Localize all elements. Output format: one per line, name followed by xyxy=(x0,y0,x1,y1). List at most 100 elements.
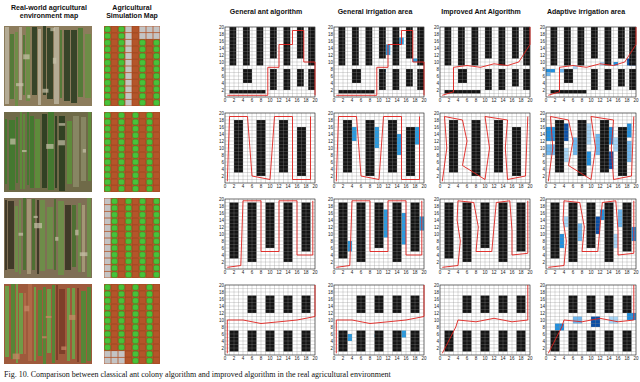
axis-tick: 10 xyxy=(431,318,439,323)
grid-line xyxy=(225,288,315,289)
axis-tick: 10 xyxy=(431,60,439,65)
axis-tick: 8 xyxy=(260,98,263,103)
soil-tile xyxy=(132,265,138,271)
soil-tile xyxy=(118,198,124,204)
crop-tile xyxy=(140,205,146,210)
crop-tile xyxy=(147,126,153,131)
axis-tick: 4 xyxy=(457,184,460,189)
axis-tick: 8 xyxy=(325,239,333,244)
column-header: Adaptive irrigation area xyxy=(533,2,639,22)
axis-tick: 18 xyxy=(412,356,417,361)
soil-tile xyxy=(125,139,131,145)
grid-map xyxy=(225,113,315,183)
axis-tick: 4 xyxy=(431,167,439,172)
axis-tick: 14 xyxy=(431,46,439,51)
axis-tick: 16 xyxy=(325,125,333,130)
axis-tick: 18 xyxy=(325,118,333,123)
soil-tile xyxy=(111,66,117,72)
plot-frame xyxy=(440,199,530,269)
soil-tile xyxy=(139,318,145,324)
axis-tick: 14 xyxy=(216,46,224,51)
crop-row xyxy=(59,289,65,354)
crop-tile xyxy=(112,232,118,237)
axis-tick: 20 xyxy=(216,111,224,116)
axis-tick: 20 xyxy=(537,197,545,202)
path-tile xyxy=(104,205,110,211)
irrigation-cell xyxy=(402,213,407,245)
crop-tile xyxy=(119,146,125,151)
crop-tile xyxy=(105,179,111,184)
crop-row xyxy=(47,28,53,99)
axis-tick: 6 xyxy=(431,74,439,79)
axis-tick: 16 xyxy=(216,297,224,302)
grid-line xyxy=(334,37,424,38)
soil-tile xyxy=(111,186,117,192)
grid-line xyxy=(521,113,522,183)
crop-tile xyxy=(147,311,153,316)
grid-line xyxy=(521,285,522,355)
axis-tick: 6 xyxy=(216,160,224,165)
axis-tick: 14 xyxy=(500,270,505,275)
obstacle-block xyxy=(618,69,625,87)
axis-tick: 18 xyxy=(624,270,629,275)
crop-tile xyxy=(133,318,139,323)
axis-tick: 20 xyxy=(633,270,638,275)
crop-row xyxy=(67,121,72,184)
soil-tile xyxy=(125,284,131,290)
soil-tile xyxy=(139,186,145,192)
axis-tick: 14 xyxy=(394,270,399,275)
soil-tile xyxy=(139,112,145,118)
obstacle-block xyxy=(605,27,612,66)
axis-tick: 16 xyxy=(431,297,439,302)
path-tile xyxy=(104,351,110,357)
soil-tile xyxy=(125,298,131,304)
crop-tile xyxy=(154,199,160,204)
axis-tick: 12 xyxy=(276,270,281,275)
axis-tick: 20 xyxy=(527,98,532,103)
soil-patch xyxy=(83,149,86,153)
path-tile xyxy=(146,33,152,39)
path-tile xyxy=(104,358,110,364)
crop-tile xyxy=(105,186,111,191)
grid-line xyxy=(310,285,311,355)
axis-tick: 20 xyxy=(527,356,532,361)
irrigation-cell xyxy=(415,127,420,145)
axis-tick: 8 xyxy=(369,184,372,189)
crop-tile xyxy=(140,100,146,105)
crop-row xyxy=(65,205,71,270)
path-tile xyxy=(153,33,159,39)
crop-tile xyxy=(119,159,125,164)
crop-tile xyxy=(140,212,146,217)
crop-tile xyxy=(147,318,153,323)
crop-tile xyxy=(105,47,111,52)
soil-tile xyxy=(132,26,138,32)
axis-tick: 16 xyxy=(615,184,620,189)
obstacle-block xyxy=(284,27,291,66)
soil-tile xyxy=(153,166,159,172)
crop-tile xyxy=(112,272,118,277)
axis-tick: 8 xyxy=(581,184,584,189)
crop-tile xyxy=(119,93,125,98)
axis-tick: 12 xyxy=(276,98,281,103)
axis-tick: 8 xyxy=(475,98,478,103)
crop-row xyxy=(58,201,64,275)
axis-tick: 18 xyxy=(624,356,629,361)
crop-row xyxy=(10,34,14,99)
crop-row xyxy=(81,117,86,181)
axis-tick: 0 xyxy=(545,98,548,103)
axis-tick: 6 xyxy=(431,332,439,337)
crop-tile xyxy=(119,33,125,38)
axis-tick: 6 xyxy=(537,74,545,79)
crop-tile xyxy=(119,126,125,131)
axis-tick: 14 xyxy=(500,98,505,103)
grid-map xyxy=(334,27,424,97)
path-tile xyxy=(125,60,131,66)
axis-tick: 2 xyxy=(554,184,557,189)
crop-tile xyxy=(119,53,125,58)
path-tile xyxy=(104,212,110,218)
axis-tick: 16 xyxy=(403,98,408,103)
robot-path xyxy=(336,201,422,267)
axis-tick: 6 xyxy=(572,356,575,361)
soil-tile xyxy=(118,238,124,244)
axis-tick: 18 xyxy=(412,184,417,189)
